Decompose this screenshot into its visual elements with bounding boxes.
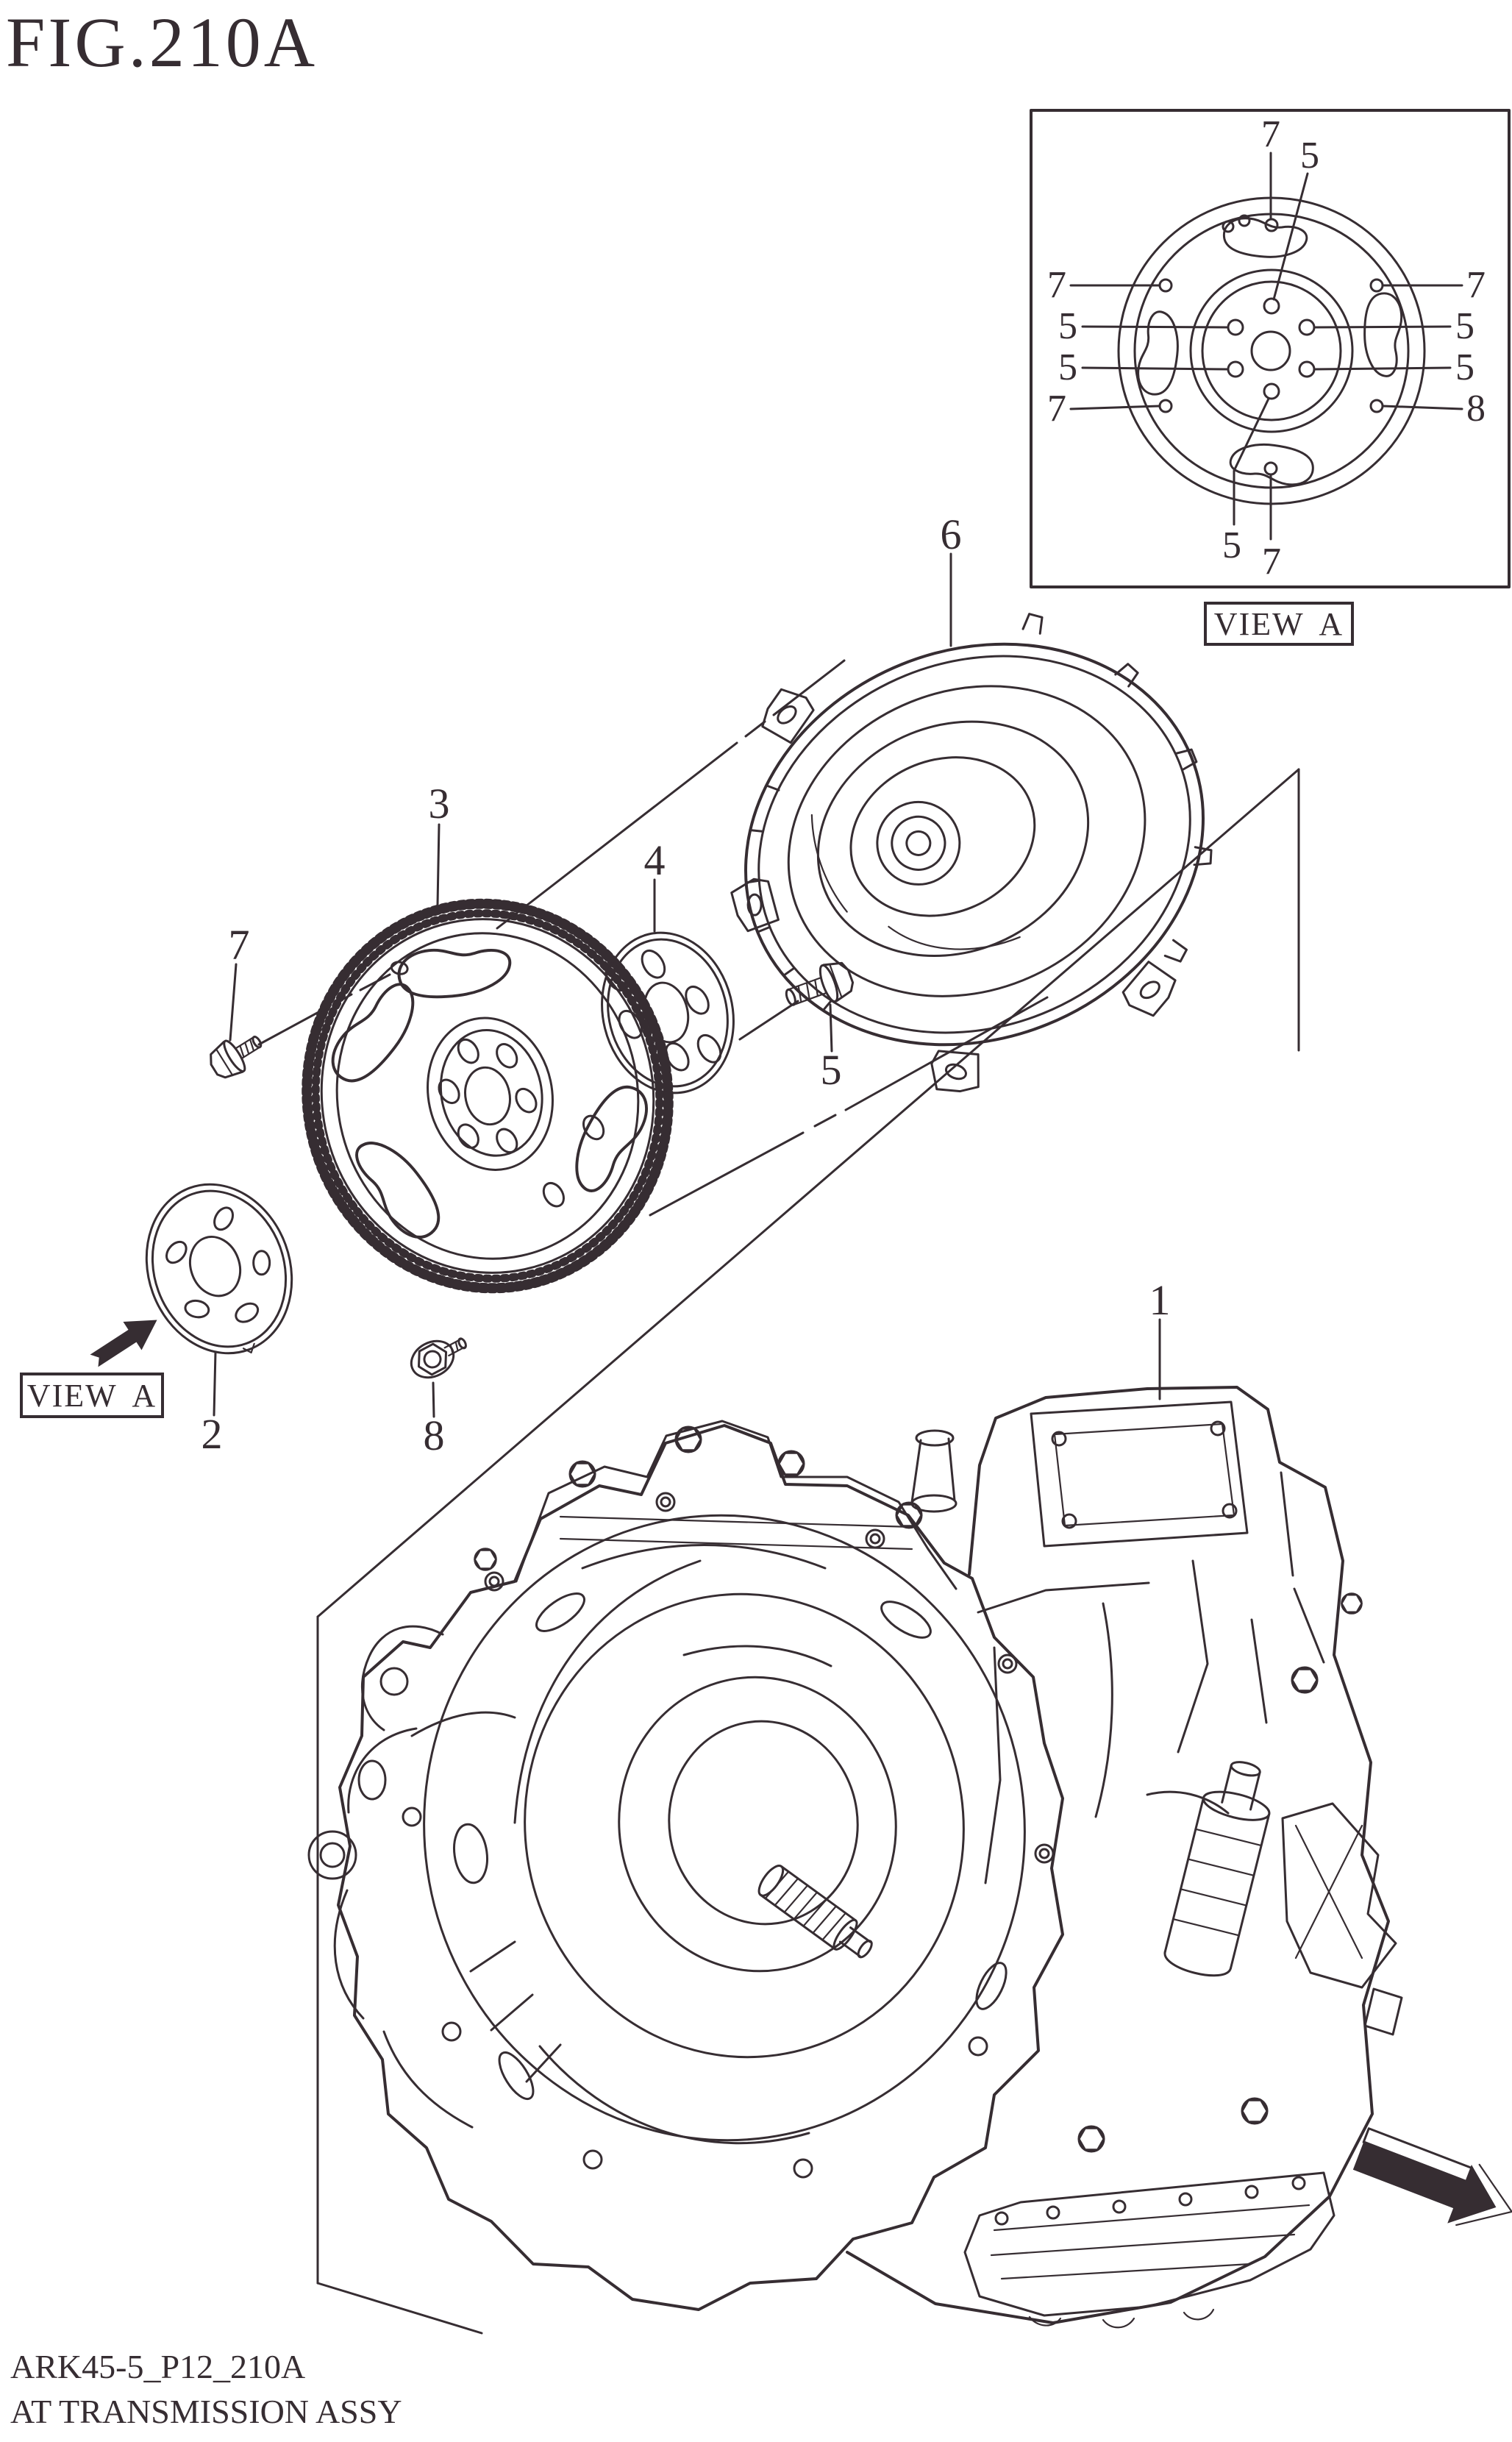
footer: ARK45-5_P12_210A AT TRANSMISSION ASSY bbox=[10, 2345, 402, 2434]
input-shaft bbox=[757, 1865, 873, 1959]
transmission-assembly bbox=[307, 1386, 1403, 2329]
view-a-label-inset-text: VIEW A bbox=[1213, 605, 1344, 642]
footer-drawing-code: ARK45-5_P12_210A bbox=[10, 2348, 306, 2385]
view-a-arrow-icon bbox=[90, 1320, 157, 1367]
footer-assembly-name: AT TRANSMISSION ASSY bbox=[10, 2392, 402, 2430]
bolt-8 bbox=[410, 1337, 467, 1379]
inset-label-7: 7 bbox=[1262, 541, 1281, 583]
converter-lug bbox=[930, 1050, 980, 1093]
callout-8: 8 bbox=[423, 1412, 445, 1459]
view-a-label-side: VIEW A bbox=[20, 1373, 164, 1418]
inset-label-7: 7 bbox=[1047, 264, 1066, 306]
callout-7: 7 bbox=[228, 921, 250, 969]
callout-4: 4 bbox=[643, 836, 666, 884]
inset-drive-plate-face bbox=[1069, 152, 1463, 541]
breather bbox=[910, 1429, 958, 1513]
inset-label-5: 5 bbox=[1222, 524, 1241, 566]
inset-label-7: 7 bbox=[1261, 113, 1280, 155]
callout-2: 2 bbox=[201, 1410, 223, 1458]
fwd-arrow-icon: FWD bbox=[1352, 2127, 1512, 2226]
callout-1: 1 bbox=[1149, 1276, 1171, 1324]
inset-label-5: 5 bbox=[1300, 135, 1319, 177]
inset-box bbox=[1030, 109, 1511, 588]
sensor-plate bbox=[145, 1183, 293, 1355]
inset-label-5: 5 bbox=[1058, 346, 1077, 388]
assembly-axis-lines bbox=[257, 659, 1049, 1217]
section-plane-lines bbox=[316, 768, 1300, 2335]
leader-lines bbox=[213, 552, 1161, 1418]
callout-6: 6 bbox=[940, 510, 962, 558]
view-a-label-side-text: VIEW A bbox=[26, 1377, 157, 1414]
callout-5: 5 bbox=[820, 1046, 842, 1094]
inset-label-8: 8 bbox=[1466, 388, 1486, 430]
inset-label-7: 7 bbox=[1047, 388, 1066, 430]
converter-lug bbox=[730, 878, 780, 933]
bolt-7 bbox=[210, 1036, 263, 1079]
inset-leader-lines bbox=[1069, 152, 1463, 541]
inset-label-5: 5 bbox=[1455, 305, 1474, 347]
solenoid bbox=[1163, 1761, 1271, 1977]
drive-plate bbox=[302, 898, 674, 1294]
view-a-label-inset: VIEW A bbox=[1204, 602, 1354, 646]
oil-pan bbox=[963, 2171, 1336, 2329]
converter-lug bbox=[1121, 961, 1177, 1017]
callout-3: 3 bbox=[428, 780, 450, 827]
torque-converter bbox=[730, 613, 1213, 1093]
wiring-bracket bbox=[1281, 1802, 1403, 2036]
converter-lug bbox=[761, 688, 815, 744]
figure-title: FIG.210A bbox=[6, 3, 318, 82]
inset-label-7: 7 bbox=[1466, 264, 1486, 306]
inset-label-5: 5 bbox=[1058, 305, 1077, 347]
inset-label-5: 5 bbox=[1455, 346, 1474, 388]
spacer-plate bbox=[601, 931, 735, 1094]
